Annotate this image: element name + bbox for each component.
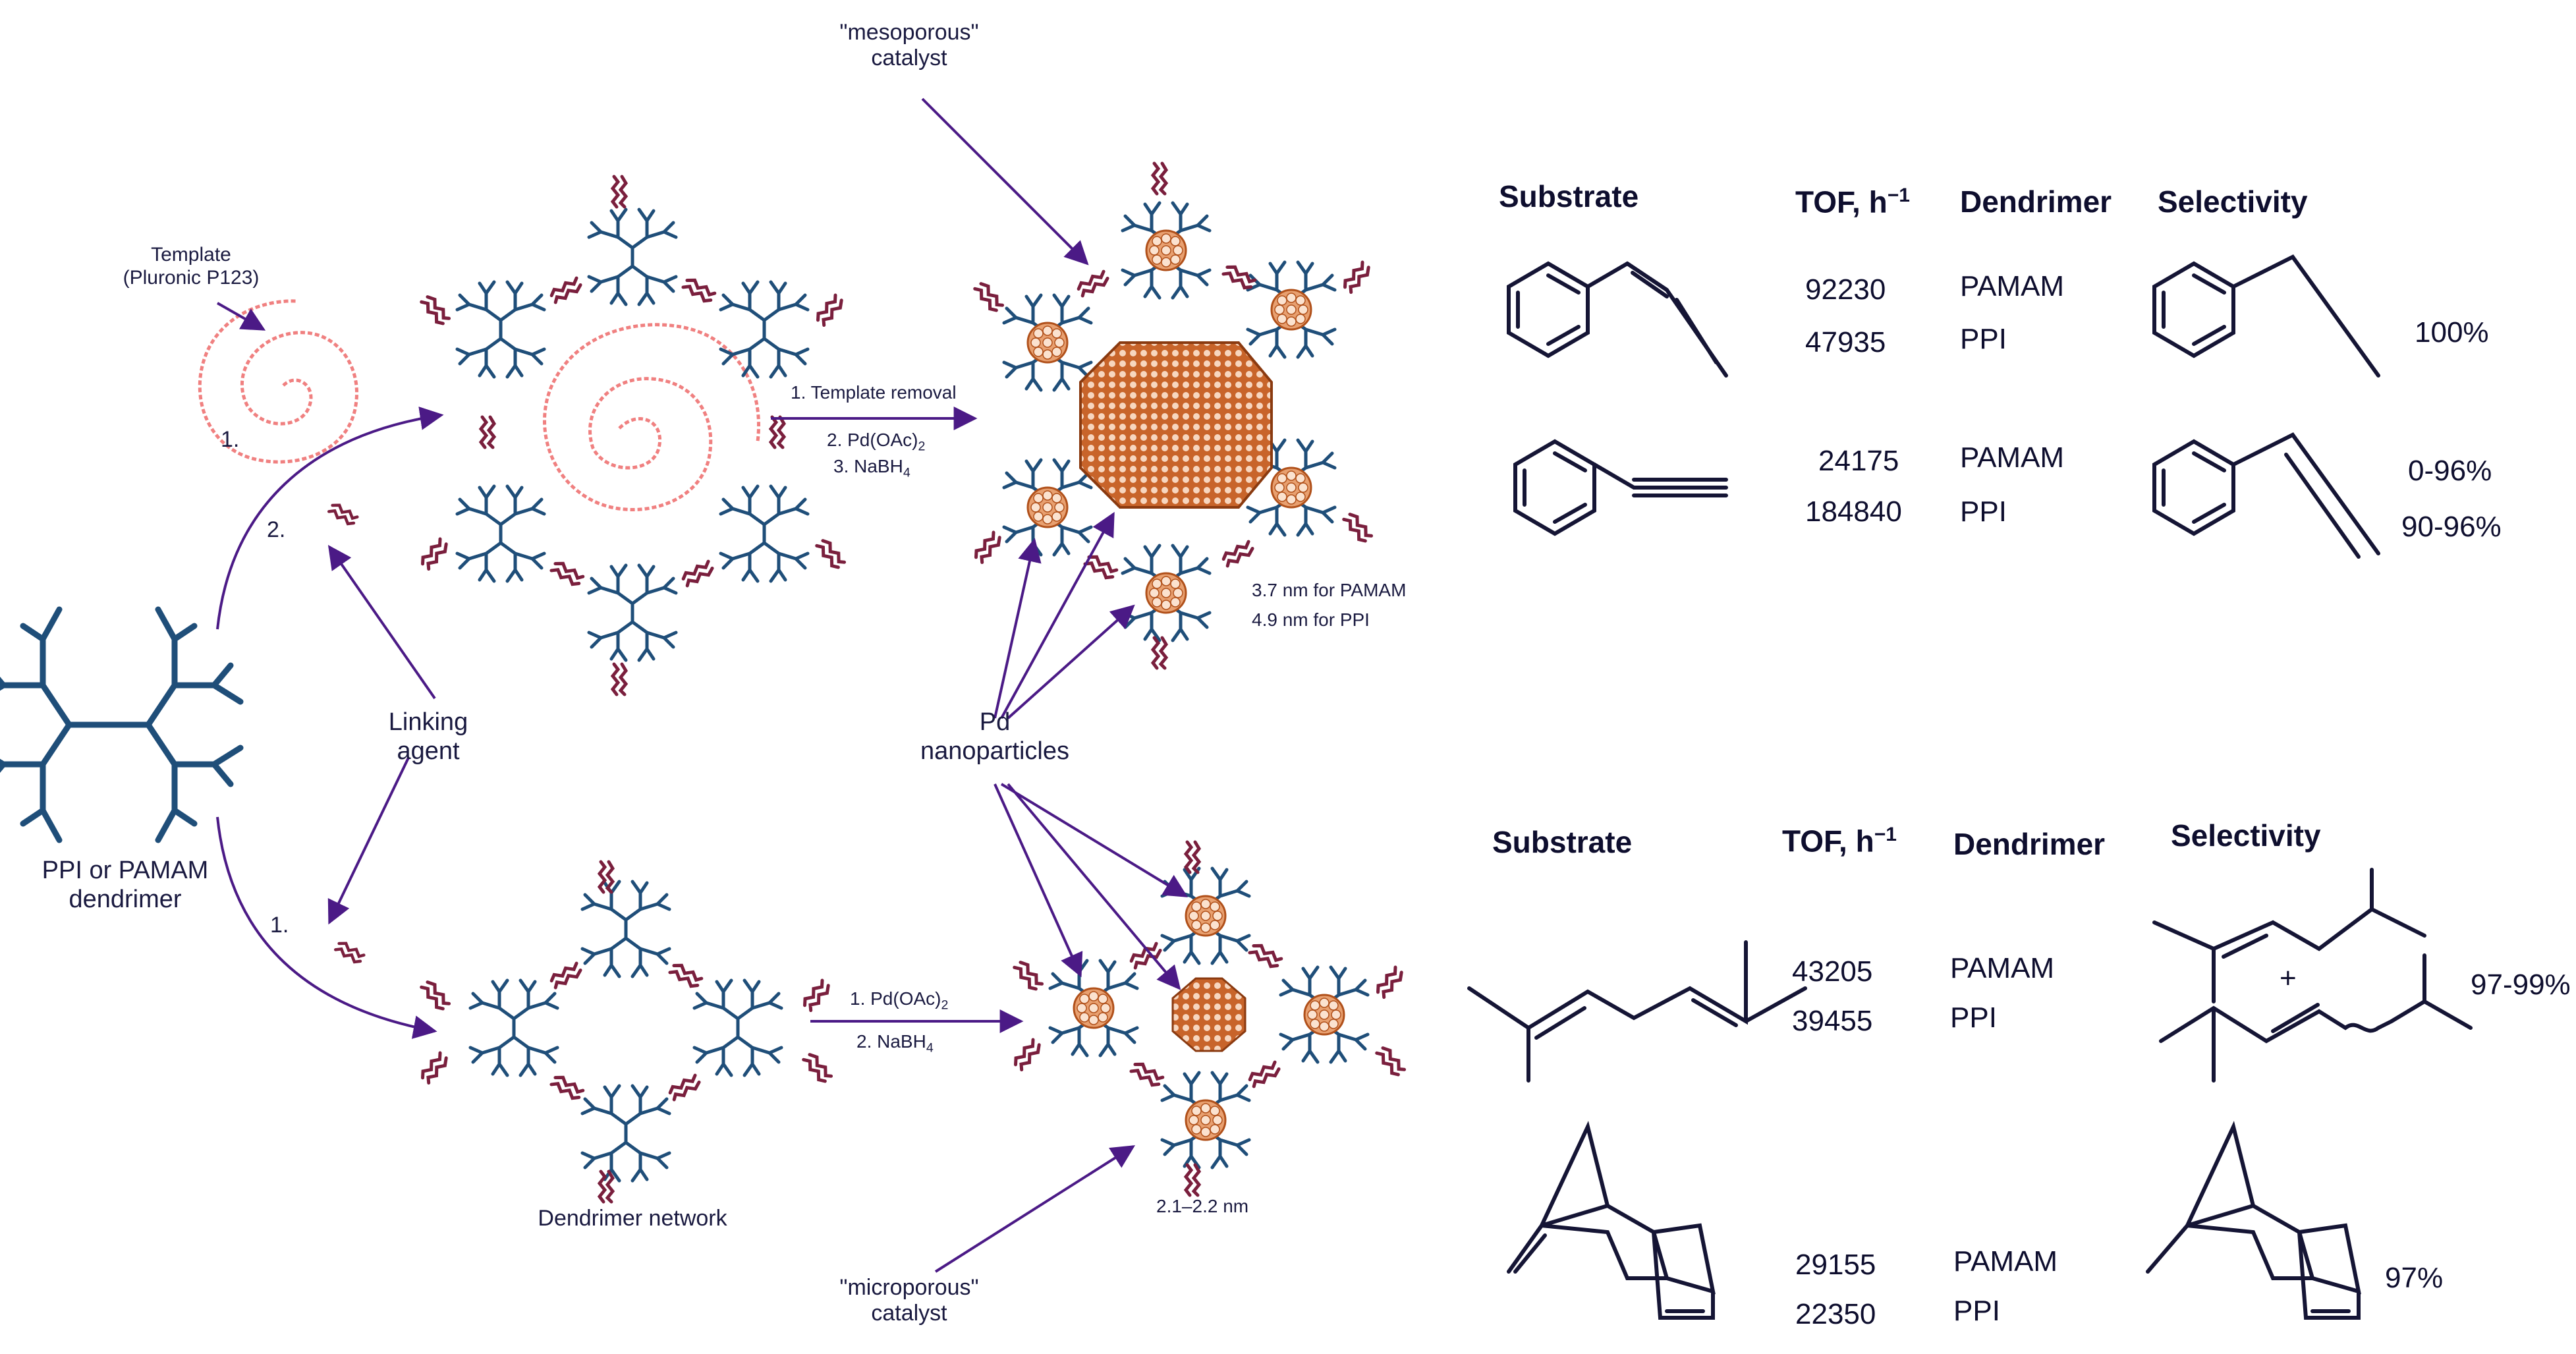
size-pamam: 3.7 nm for PAMAM xyxy=(1252,580,1407,600)
bottom-header-tof-text: TOF, h xyxy=(1782,824,1874,859)
linking-agent-line2: agent xyxy=(397,737,460,765)
pd-line1: Pd xyxy=(979,708,1011,736)
top-row2-selectivity-1: 0-96% xyxy=(2408,455,2492,487)
template-label: Template (Pluronic P123) xyxy=(86,244,296,289)
template-label-line2: (Pluronic P123) xyxy=(123,266,260,289)
bottom-row2-dendrimer-pamam: PAMAM xyxy=(1953,1245,2058,1278)
top-cond-2-sub: 2 xyxy=(918,439,926,454)
structure-dcpd-product xyxy=(2146,1121,2361,1320)
size-micro: 2.1–2.2 nm xyxy=(1156,1196,1249,1216)
templated-hexagonal-network xyxy=(329,177,845,694)
network-label: Dendrimer network xyxy=(538,1206,727,1231)
dendrimer-label-line2: dendrimer xyxy=(69,885,182,913)
microporous-label: "microporous" catalyst xyxy=(810,1275,1008,1326)
top-row1-dendrimer-ppi: PPI xyxy=(1960,323,2007,355)
dendrimer-network xyxy=(420,862,832,1202)
bottom-row1-dendrimer-pamam: PAMAM xyxy=(1950,952,2055,984)
size-ppi: 4.9 nm for PPI xyxy=(1252,609,1370,630)
step-2: 2. xyxy=(267,517,286,542)
bottom-plus: + xyxy=(2280,962,2297,994)
linking-agent-label: Linking agent xyxy=(336,708,520,766)
dendrimer-label-line1: PPI or PAMAM xyxy=(42,857,209,884)
bottom-header-dendrimer: Dendrimer xyxy=(1953,827,2106,861)
top-row1-tof-pamam: 92230 xyxy=(1805,273,1886,306)
pd-line2: nanoparticles xyxy=(920,737,1070,765)
bottom-header-selectivity: Selectivity xyxy=(2171,818,2321,853)
top-row2-dendrimer-pamam: PAMAM xyxy=(1960,441,2065,474)
bot-cond-2-sub: 4 xyxy=(926,1040,934,1056)
structure-ethylbenzene xyxy=(2152,254,2380,378)
structure-styrene xyxy=(1507,261,1728,378)
top-row1-dendrimer-pamam: PAMAM xyxy=(1960,270,2065,302)
step-1-top: 1. xyxy=(221,427,240,452)
top-row1-selectivity: 100% xyxy=(2415,316,2489,349)
top-row2-tof-pamam: 24175 xyxy=(1818,445,1899,477)
top-header-selectivity: Selectivity xyxy=(2158,184,2308,219)
mesoporous-line1: "mesoporous" xyxy=(839,20,979,45)
microporous-line1: "microporous" xyxy=(839,1275,979,1300)
top-row1-tof-ppi: 47935 xyxy=(1805,326,1886,358)
structure-hexene-1 xyxy=(2152,868,2426,1003)
bottom-row1-tof-ppi: 39455 xyxy=(1792,1005,1873,1037)
bottom-row2-dendrimer-ppi: PPI xyxy=(1953,1295,2000,1327)
top-conditions-1: 1. Template removal xyxy=(791,382,957,403)
bottom-row2-tof-pamam: 29155 xyxy=(1795,1249,1876,1281)
bottom-conditions-1: 1. Pd(OAc)2 xyxy=(850,988,948,1013)
top-header-dendrimer: Dendrimer xyxy=(1960,184,2112,219)
linker-glyph-top xyxy=(328,502,358,526)
bottom-header-substrate: Substrate xyxy=(1492,825,1633,859)
reaction-arrows xyxy=(216,98,1189,1273)
top-row2-tof-ppi: 184840 xyxy=(1805,495,1902,528)
top-header-tof-sup: −1 xyxy=(1887,184,1910,206)
bottom-row2-selectivity: 97% xyxy=(2385,1262,2444,1294)
pd-nanoparticles-label: Pd nanoparticles xyxy=(896,708,1094,766)
bottom-row1-dendrimer-ppi: PPI xyxy=(1950,1001,1997,1034)
bot-cond-2-text: 2. NaBH xyxy=(856,1031,926,1052)
linker-glyph-bottom xyxy=(335,940,364,964)
top-row2-dendrimer-ppi: PPI xyxy=(1960,495,2007,528)
top-cond-3-text: 3. NaBH xyxy=(833,456,903,476)
bottom-header-tof: TOF, h−1 xyxy=(1782,824,1897,859)
top-header-tof: TOF, h−1 xyxy=(1795,184,1910,219)
mesoporous-label: "mesoporous" catalyst xyxy=(810,20,1008,71)
structure-diene xyxy=(1467,940,1807,1083)
top-conditions-2: 2. Pd(OAc)2 xyxy=(827,430,925,454)
dendrimer-label: PPI or PAMAM dendrimer xyxy=(26,857,224,914)
structure-hexene-2 xyxy=(2159,953,2473,1083)
linking-agent-line1: Linking xyxy=(388,708,468,736)
step-1-bottom: 1. xyxy=(270,913,289,938)
microporous-line2: catalyst xyxy=(871,1301,947,1326)
microporous-catalyst xyxy=(1013,842,1405,1195)
template-spiral xyxy=(198,299,358,464)
top-cond-2-text: 2. Pd(OAc) xyxy=(827,430,918,450)
bot-cond-1-sub: 2 xyxy=(941,998,949,1013)
top-header-substrate: Substrate xyxy=(1499,179,1639,213)
bottom-row2-tof-ppi: 22350 xyxy=(1795,1298,1876,1330)
bottom-row1-selectivity: 97-99% xyxy=(2471,969,2571,1001)
dendrimer-structure xyxy=(0,606,244,843)
bottom-header-tof-sup: −1 xyxy=(1874,824,1897,845)
mesoporous-line2: catalyst xyxy=(871,45,947,71)
bottom-conditions-2: 2. NaBH4 xyxy=(856,1031,934,1056)
template-label-line1: Template xyxy=(151,244,231,266)
structure-dicyclopentadiene xyxy=(1507,1121,1716,1320)
bot-cond-1-text: 1. Pd(OAc) xyxy=(850,988,941,1009)
top-conditions-3: 3. NaBH4 xyxy=(833,456,910,480)
bottom-row1-tof-pamam: 43205 xyxy=(1792,955,1873,988)
top-row2-selectivity-2: 90-96% xyxy=(2401,511,2502,543)
structure-phenylacetylene xyxy=(1513,439,1728,536)
structure-styrene-product xyxy=(2152,432,2380,559)
top-header-tof-text: TOF, h xyxy=(1795,184,1888,219)
top-cond-3-sub: 4 xyxy=(903,465,910,480)
mesoporous-catalyst xyxy=(973,163,1372,668)
